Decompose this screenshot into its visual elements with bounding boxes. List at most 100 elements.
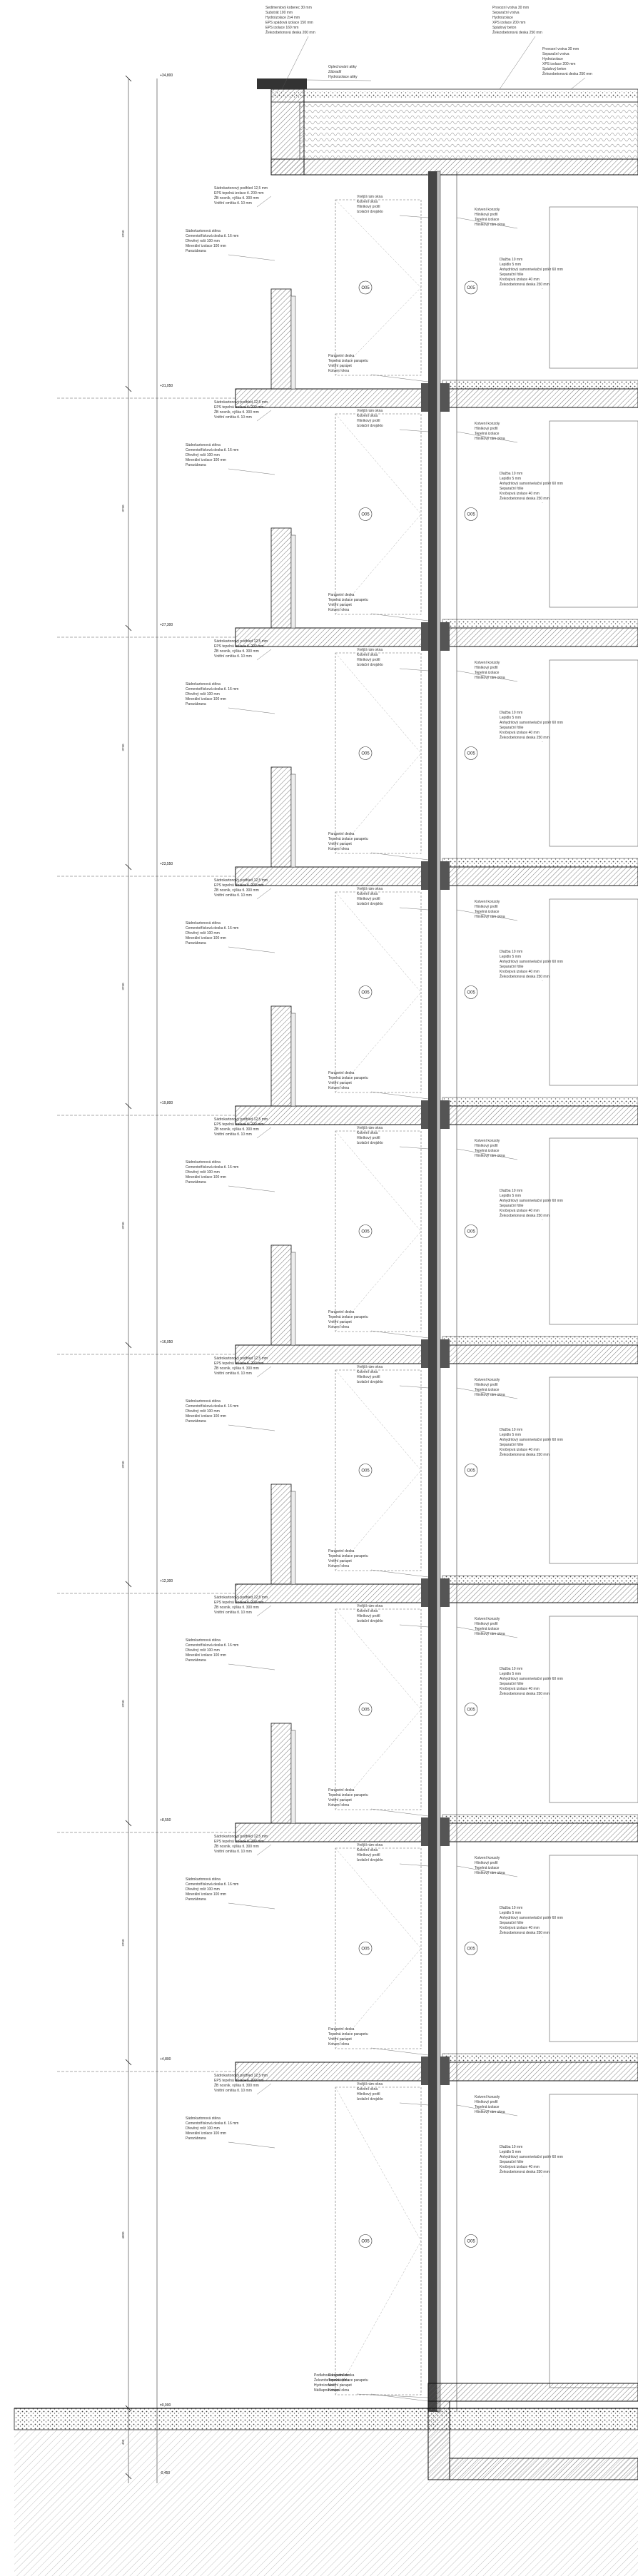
note-text: Cementotřísková deska tl. 16 mm [186,1165,238,1170]
window-opening-line [335,1369,422,1471]
dimension-tick [125,2059,132,2066]
window-tag: O05 [361,752,370,756]
window-opening-line [335,1130,422,1232]
dimension-tick [125,863,132,871]
note-text: Parapetní deska [328,2373,355,2378]
note-text: Vnitřní parapet [328,364,352,368]
window-tag-circle [358,507,373,521]
window-tag: O05 [361,1947,370,1952]
dimension-value: 4800 [121,2231,125,2239]
window-opening-line [335,199,422,288]
facade-column [428,171,457,2413]
note-text: Kotvení okna [357,1609,378,1613]
note-text: Hliníkový profil [357,1375,380,1379]
note-text: Tepelná izolace [475,910,500,914]
note-text: Lepidlo 5 mm [500,477,521,481]
parapet-board [290,1730,296,1824]
dimension-value: 3750 [121,1700,125,1708]
note-text: Vnější rám okna [357,409,383,413]
note-text: Kotvení okna [357,1131,378,1135]
leader-line [228,1902,275,1910]
note-text: Hliníkový profil [475,1144,498,1148]
note-text: Anhydritový samonivelační potěr 60 mm [500,268,563,272]
note-text: Dlažba 10 mm [500,1667,522,1671]
window-tag: O05 [467,513,475,517]
note-text: Sádrokartonový podhled 12,5 mm [214,400,268,405]
note-text: Hydroizolace atiky [328,75,358,79]
level-value: +19,800 [160,1101,173,1105]
window-right-frame [549,659,638,847]
parapet-board [290,295,296,390]
window-tag: O05 [467,1947,475,1952]
facade-mullion [428,171,437,2412]
dimension-tick [125,1342,132,1349]
note-text: Vnitřní parapet [328,842,352,846]
note-text: Tepelná izolace parapetu [328,2032,368,2037]
note-text: Parapetní deska [328,593,355,597]
level-value: ±0,000 [160,2403,171,2408]
leader-line [228,2141,275,2149]
floor-screed [442,858,638,868]
floor-screed [442,1336,638,1346]
note-text: Hliníkový profil [357,1614,380,1618]
dimension-value: 3750 [121,1461,125,1469]
window-tag-circle [358,746,373,760]
note-text: Minerální izolace 100 mm [186,2131,226,2136]
leader-line [456,1626,518,1638]
window-right-frame [549,898,638,1086]
leader-line [228,1663,275,1670]
note-text: ŽB nosník, výška tl. 300 mm [214,887,259,893]
note-text: Izolační dvojsklo [357,1141,383,1145]
note-text: Parozábrana [186,1419,206,1424]
note-text: Tepelná izolace [475,1866,500,1870]
note-text: Anhydritový samonivelační potěr 60 mm [500,1199,563,1203]
note-text: Separační fólie [500,2160,524,2164]
note-text: Cementotřísková deska tl. 16 mm [186,2121,238,2126]
window-tag: O05 [467,2240,475,2244]
window-frame [335,413,422,615]
note-text: Parozábrana [186,702,206,706]
window-tag: O05 [361,286,370,290]
window-opening-line [335,652,422,754]
floor-screed [442,1097,638,1107]
note-text: Parozábrana [186,941,206,945]
note-text: Kotvení okna [328,1325,349,1329]
note-text: Hliníkový profil [475,1861,498,1865]
note-text: Vnější rám okna [357,1604,383,1608]
note-text: Hliníkový profil [475,1383,498,1387]
window-frame [335,891,422,1093]
floor-screed [442,2053,638,2063]
note-text: Parozábrana [186,1658,206,1663]
leader-line [228,1424,275,1431]
note-text: Kotvení okna [328,2042,349,2047]
leader-line [399,2102,429,2106]
parapet-wall [270,766,292,868]
note-text: Lepidlo 5 mm [500,1672,521,1676]
note-text: Sádrokartonový podhled 12,5 mm [214,639,268,644]
note-text: Vnitřní parapet [328,2383,352,2388]
window-tag-circle [464,1942,478,1955]
dimension-tick [125,624,132,632]
parapet-wall [270,1005,292,1107]
note-text: Hliníkový profil [475,213,498,217]
roof-section [257,78,638,176]
leader-line [399,907,429,911]
leader-line [399,668,429,671]
note-text: Sádrokartonová stěna [186,1638,221,1643]
window-frame [335,1847,422,2049]
note-text: EPS tepelná izolace tl. 200 mm [214,1361,263,1366]
note-text: Spádový beton [492,26,517,30]
parapet-walls [270,288,296,1824]
note-text: Vnitřní parapet [328,1559,352,1563]
leader-line [256,1844,272,1856]
window-right-frame [549,1616,638,1803]
level-value: +12,300 [160,1579,173,1583]
note-text: Vnitřní parapet [328,603,352,607]
note-text: Kotvení okna [328,847,349,851]
note-text: Parapetní deska [328,2027,355,2032]
note-text: Minerální izolace 100 mm [186,1175,226,1180]
note-text: Dlažba 10 mm [500,2145,522,2149]
note-text: Parapetní deska [328,1071,355,1075]
note-text: Dřevěný rošt 100 mm [186,1648,220,1653]
window-tag-circle [358,1942,373,1955]
